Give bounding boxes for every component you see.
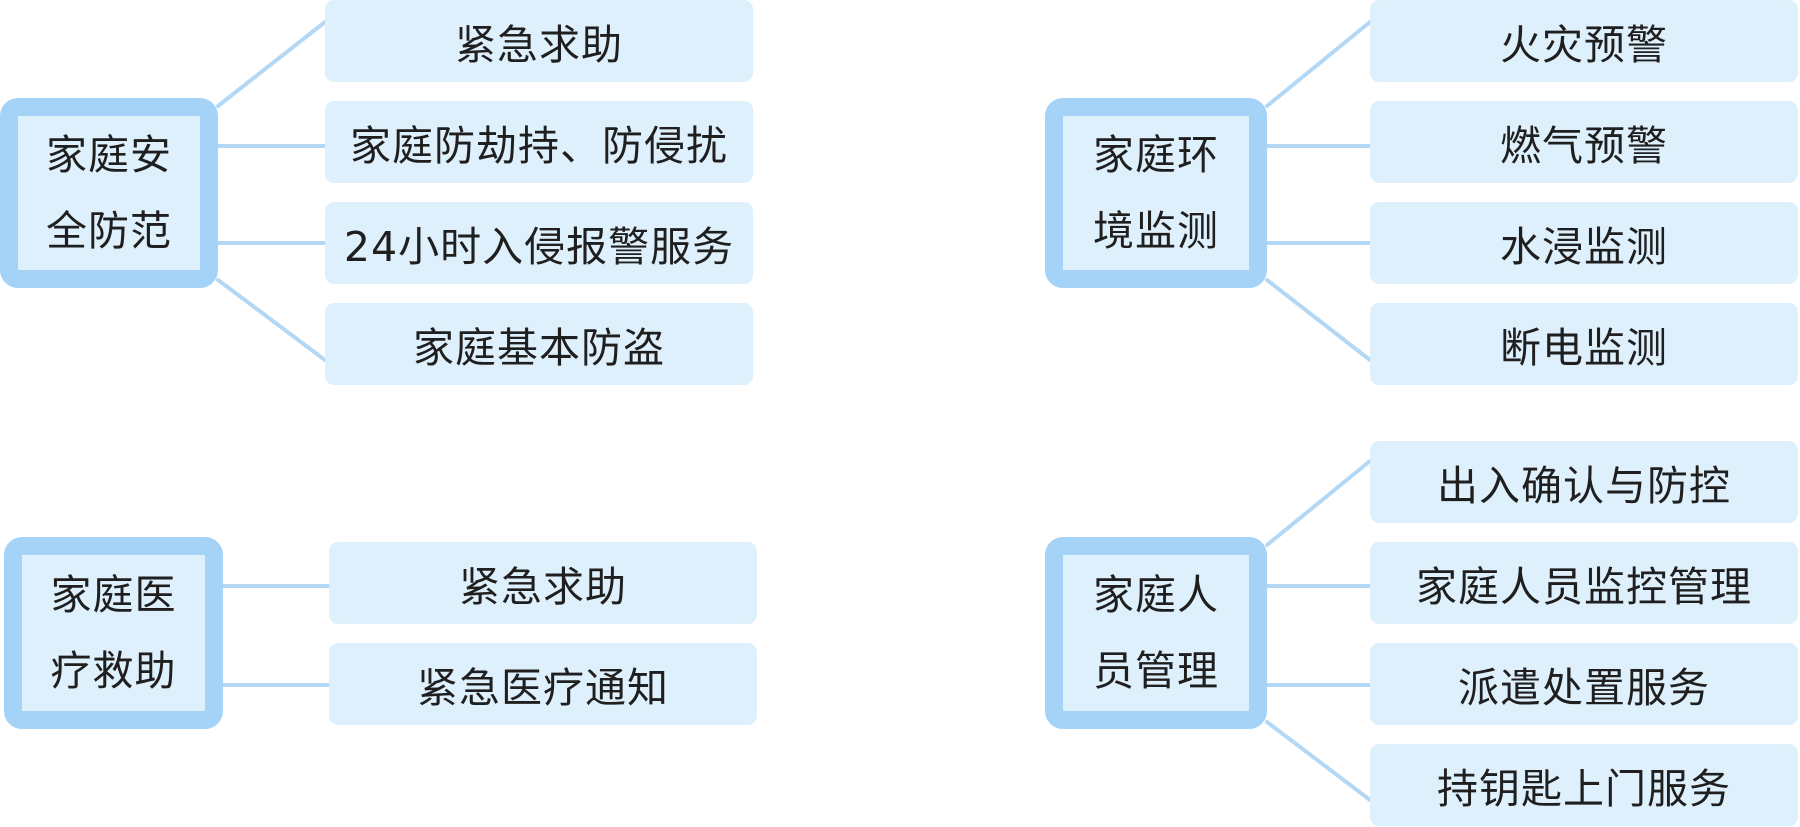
connector-line	[216, 20, 327, 108]
leaf-personnel-2: 家庭人员监控管理	[1370, 542, 1798, 624]
leaf-environment-1: 火灾预警	[1370, 0, 1798, 82]
hub-label: 家庭安全防范	[46, 131, 172, 255]
hub-home-security: 家庭安全防范	[0, 98, 218, 288]
leaf-security-4: 家庭基本防盗	[325, 303, 753, 385]
hub-home-environment: 家庭环境监测	[1045, 98, 1267, 288]
leaf-security-2: 家庭防劫持、防侵扰	[325, 101, 753, 183]
leaf-environment-4: 断电监测	[1370, 303, 1798, 385]
leaf-security-1: 紧急求助	[325, 0, 753, 82]
leaf-personnel-3: 派遣处置服务	[1370, 643, 1798, 725]
connector-line	[1265, 720, 1372, 802]
leaf-environment-2: 燃气预警	[1370, 101, 1798, 183]
connector-line	[216, 278, 327, 362]
hub-label: 家庭环境监测	[1093, 131, 1219, 255]
hub-home-personnel: 家庭人员管理	[1045, 537, 1267, 729]
hub-home-medical: 家庭医疗救助	[4, 537, 223, 729]
connector-line	[1265, 459, 1372, 547]
leaf-environment-3: 水浸监测	[1370, 202, 1798, 284]
leaf-medical-2: 紧急医疗通知	[329, 643, 757, 725]
leaf-personnel-1: 出入确认与防控	[1370, 441, 1798, 523]
hub-label: 家庭医疗救助	[50, 571, 177, 695]
connector-line	[1265, 20, 1372, 108]
connector-line	[1265, 278, 1372, 362]
leaf-medical-1: 紧急求助	[329, 542, 757, 624]
leaf-personnel-4: 持钥匙上门服务	[1370, 744, 1798, 826]
hub-label: 家庭人员管理	[1093, 571, 1219, 695]
leaf-security-3: 24小时入侵报警服务	[325, 202, 753, 284]
